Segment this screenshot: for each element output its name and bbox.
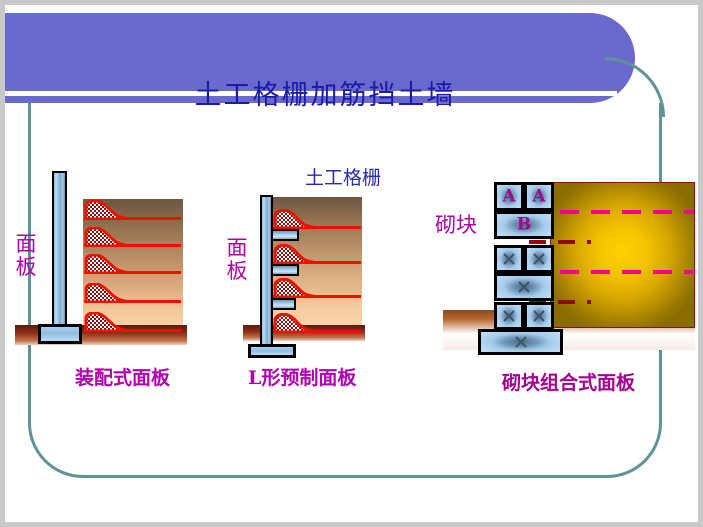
block-unit: [494, 245, 524, 273]
title-banner: [5, 13, 635, 103]
block-texture-icon: [518, 281, 530, 293]
panel-footing-fig2: [248, 344, 296, 358]
heading-geogrid: 土工格栅: [305, 167, 382, 189]
failure-wedge: [84, 283, 138, 303]
panel-footing-fig1: [38, 324, 82, 344]
block-unit: [494, 302, 524, 330]
block-texture-icon: [503, 310, 515, 322]
decorative-frame-left-stub: [28, 103, 31, 111]
title-underline-rule: [5, 91, 617, 96]
block-label-a: A: [502, 186, 516, 206]
soil-mass-fig3: [550, 182, 695, 328]
slide-page: 土工格栅加筋挡土墙: [5, 5, 698, 522]
failure-wedge: [273, 209, 325, 229]
block-texture-icon: [533, 310, 545, 322]
block-unit: [494, 273, 554, 301]
facing-panel-fig1: [52, 171, 67, 333]
block-label-b: B: [516, 214, 532, 235]
block-unit: [524, 302, 554, 330]
failure-wedge: [84, 200, 138, 220]
page-title: 土工格栅加筋挡土墙: [194, 80, 456, 111]
caption-fig1: 装配式面板: [75, 367, 171, 389]
geogrid-short: [529, 240, 591, 244]
label-facing-panel-fig2: 面板: [226, 236, 248, 283]
failure-wedge: [273, 278, 325, 298]
block-unit: [478, 329, 563, 355]
geogrid-long: [529, 210, 694, 214]
caption-fig2: L形预制面板: [248, 367, 357, 389]
block-unit-b: B: [494, 211, 554, 239]
failure-wedge: [84, 312, 138, 332]
geogrid-short: [529, 300, 591, 304]
decorative-frame-right-arc: [605, 57, 665, 117]
failure-wedge: [84, 227, 138, 247]
failure-wedge: [84, 254, 138, 274]
block-texture-icon: [503, 253, 515, 265]
block-unit-a: A: [494, 182, 524, 211]
block-unit-a: A: [524, 182, 554, 211]
block-texture-icon: [514, 336, 527, 348]
facing-panel-fig2: [260, 195, 273, 351]
block-texture-icon: [533, 253, 545, 265]
block-label-a: A: [532, 186, 546, 206]
geogrid-long: [529, 270, 695, 274]
label-facing-panel-fig1: 面板: [15, 232, 37, 279]
block-unit: [524, 245, 554, 273]
label-block-fig3: 砌块: [435, 213, 477, 237]
failure-wedge: [273, 244, 325, 264]
failure-wedge: [273, 313, 325, 333]
caption-fig3: 砌块组合式面板: [502, 372, 636, 394]
